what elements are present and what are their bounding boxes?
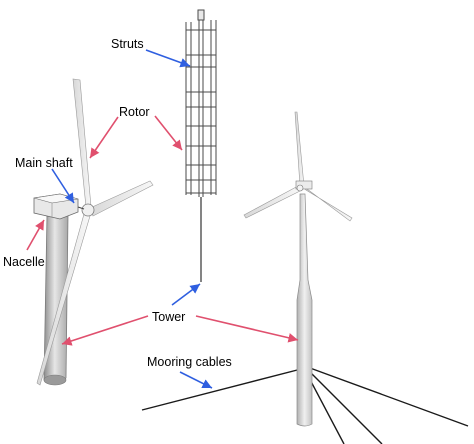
left-blade-upper	[72, 78, 92, 208]
main-shaft-line	[77, 206, 85, 210]
nacelle-arrow	[26, 219, 45, 251]
tower-up-arrow	[171, 283, 201, 306]
right-nacelle	[295, 180, 313, 190]
mooring-arrow	[179, 371, 213, 389]
label-nacelle: Nacelle	[3, 255, 45, 269]
main-shaft-arrow	[51, 168, 75, 204]
struts-arrow	[145, 49, 191, 68]
right-blade-left	[243, 185, 301, 219]
label-tower: Tower	[152, 310, 185, 324]
tower-left-arrow	[61, 315, 149, 346]
tower-right-arrow	[195, 315, 299, 343]
right-tower	[296, 193, 313, 427]
rotor-arrow	[154, 115, 183, 151]
label-rotor: Rotor	[119, 105, 150, 119]
left-turbine	[33, 78, 154, 386]
label-struts: Struts	[111, 37, 144, 51]
left-hub	[81, 203, 95, 217]
right-blade-upper	[294, 111, 305, 187]
left-blade-right	[89, 180, 154, 217]
label-mooring-cables: Mooring cables	[147, 355, 232, 369]
left-tower-base	[43, 374, 67, 386]
label-main-shaft: Main shaft	[15, 156, 73, 170]
rotor-left-arrow	[89, 116, 119, 159]
strut-rungs	[186, 29, 216, 194]
vertical-axis-rotor	[185, 9, 217, 282]
right-blade-right	[302, 185, 353, 222]
annotation-arrows	[26, 49, 299, 389]
right-turbine	[141, 111, 469, 444]
